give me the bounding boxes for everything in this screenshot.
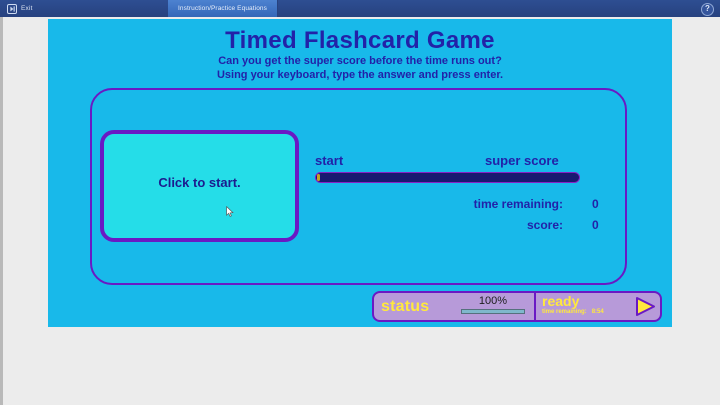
status-widget: status 100% ready time remaining: 8:54 xyxy=(372,291,662,322)
time-remaining-value: 0 xyxy=(592,197,599,211)
ready-label: ready xyxy=(542,293,580,309)
tab-strip: Instruction/Practice Equations xyxy=(168,0,278,17)
score-label: score: xyxy=(526,218,563,232)
tab-instruction-practice-equations[interactable]: Instruction/Practice Equations xyxy=(168,0,278,17)
play-triangle-icon[interactable] xyxy=(633,296,657,317)
page-left-edge xyxy=(0,17,3,405)
page-title: Timed Flashcard Game xyxy=(225,27,495,54)
subtitle-line-1: Can you get the super score before the t… xyxy=(218,55,502,67)
exit-door-icon xyxy=(7,3,17,14)
score-bar-super-score-label: super score xyxy=(485,153,559,168)
application-titlebar: Exit Instruction/Practice Equations ? xyxy=(0,0,720,17)
status-widget-right: ready time remaining: 8:54 xyxy=(536,293,660,320)
super-score-progress-fill xyxy=(317,174,320,181)
status-progress-bar xyxy=(461,309,525,314)
exit-label: Exit xyxy=(21,4,33,12)
status-time-remaining-value: 8:54 xyxy=(591,309,604,315)
status-percent-label: 100% xyxy=(478,295,508,307)
flashcard-game-slide: Timed Flashcard Game Can you get the sup… xyxy=(48,19,672,327)
score-bar-start-label: start xyxy=(315,153,344,168)
time-remaining-label: time remaining: xyxy=(473,197,563,211)
help-label: ? xyxy=(705,4,710,13)
status-widget-left: status 100% xyxy=(374,293,536,320)
game-frame xyxy=(90,88,627,285)
status-label: status xyxy=(381,297,430,315)
status-time-remaining-label: time remaining: xyxy=(542,309,587,315)
score-value: 0 xyxy=(592,218,599,232)
click-to-start-panel[interactable]: Click to start. xyxy=(100,130,299,242)
exit-button[interactable]: Exit xyxy=(0,0,33,17)
status-time-remaining: time remaining: 8:54 xyxy=(542,309,604,315)
click-to-start-label: Click to start. xyxy=(158,174,241,190)
help-icon[interactable]: ? xyxy=(701,3,714,16)
super-score-progress-bar xyxy=(315,172,580,183)
subtitle-line-2: Using your keyboard, type the answer and… xyxy=(216,69,504,81)
status-progress-group: 100% xyxy=(458,295,528,314)
tab-label: Instruction/Practice Equations xyxy=(178,5,267,12)
